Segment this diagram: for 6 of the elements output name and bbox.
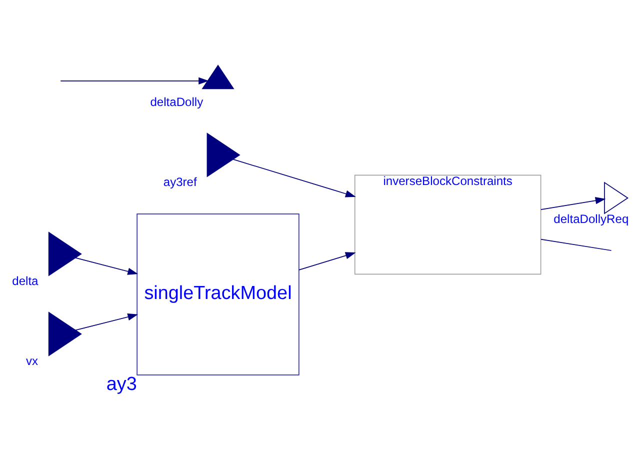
node-label: vx (26, 354, 38, 368)
node-label: ay3 (106, 374, 137, 396)
node-label: ay3ref (163, 175, 197, 190)
node-label: deltaDolly (150, 95, 204, 110)
node-label: delta (12, 274, 38, 288)
node-label: deltaDollyReq (554, 212, 629, 226)
